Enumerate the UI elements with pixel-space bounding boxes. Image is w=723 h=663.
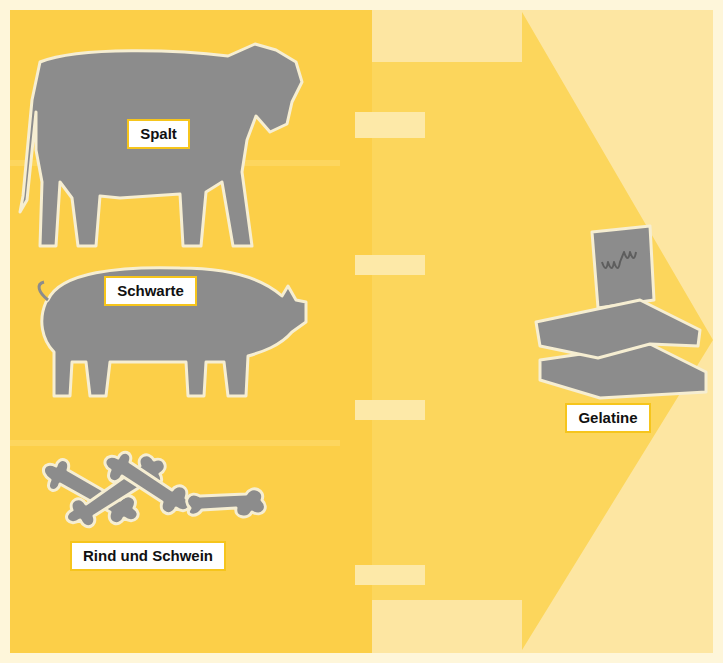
- pig-tail: [39, 282, 48, 300]
- bone: [187, 489, 266, 517]
- label-text: Spalt: [140, 125, 177, 143]
- gelatine-sheet: [536, 300, 700, 358]
- label-text: Schwarte: [117, 282, 184, 300]
- gelatine-scribble: [602, 252, 636, 268]
- bone: [105, 452, 190, 513]
- right-ground: [372, 10, 713, 653]
- label-text: Rind und Schwein: [83, 547, 213, 565]
- big-arrow: [372, 12, 713, 650]
- label-box: Gelatine: [565, 403, 651, 433]
- gelatine-bag: [592, 226, 654, 308]
- left-ground: [10, 10, 713, 653]
- cow-figure: [20, 44, 302, 246]
- label-box: Rind und Schwein: [70, 541, 226, 571]
- label-box: Spalt: [127, 119, 190, 149]
- label-text: Gelatine: [578, 409, 637, 427]
- pig-figure: [42, 268, 306, 396]
- label-box: Schwarte: [104, 276, 197, 306]
